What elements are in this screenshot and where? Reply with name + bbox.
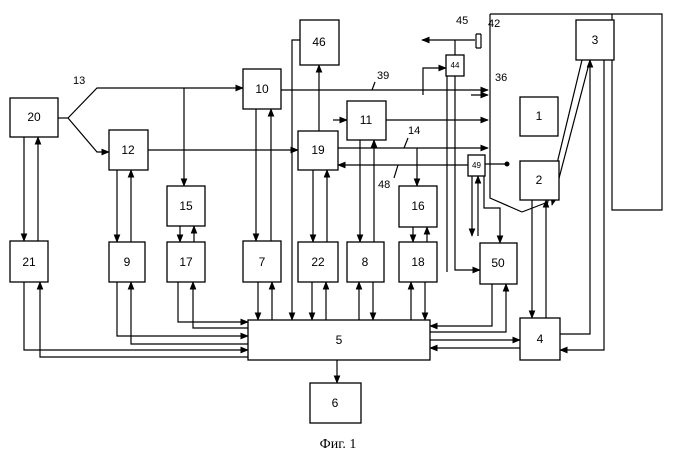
ref-13: 13	[73, 75, 85, 87]
block-46-label: 46	[312, 35, 326, 49]
figure-caption: Фиг. 1	[320, 437, 357, 452]
line-49-50-c	[484, 176, 500, 243]
line-17-5-b	[193, 282, 248, 328]
ref-45: 45	[456, 15, 468, 27]
block-7-label: 7	[259, 255, 266, 269]
unit-2-leg	[522, 202, 548, 212]
block-21-label: 21	[22, 255, 36, 269]
leader-39	[372, 82, 375, 90]
block-2-label: 2	[536, 173, 543, 187]
block-6-label: 6	[332, 396, 339, 410]
block-8-label: 8	[362, 255, 369, 269]
ref-39: 39	[377, 70, 389, 82]
block-9-label: 9	[124, 255, 131, 269]
block-44-label: 44	[451, 61, 460, 70]
ref-36: 36	[495, 72, 507, 84]
line-21-5-b	[40, 282, 248, 357]
block-20-label: 20	[27, 110, 41, 124]
block-15-label: 15	[179, 199, 193, 213]
block-50-label: 50	[491, 256, 505, 270]
line-to-44	[423, 68, 446, 95]
block-19-label: 19	[311, 143, 325, 157]
block-17-label: 17	[179, 255, 193, 269]
line-50-5-b	[430, 284, 506, 332]
leader-14	[404, 138, 408, 148]
block-5-label: 5	[336, 333, 343, 347]
block-18-label: 18	[411, 255, 425, 269]
block-3-label: 3	[592, 33, 599, 47]
line-3-4	[560, 60, 604, 350]
ref-42: 42	[488, 18, 500, 30]
sensor-dot	[505, 162, 510, 167]
line-4-3	[560, 60, 590, 334]
line-fork-12	[68, 118, 109, 152]
block-1-label: 1	[536, 109, 543, 123]
object-outline	[490, 14, 522, 212]
element-42-mark	[476, 34, 481, 48]
line-21-5-a	[24, 282, 248, 350]
blocks: 20 21 12 9 15 17 10 7 46 19 22 11 8 16 1…	[10, 20, 614, 423]
leader-48	[394, 165, 398, 178]
block-49-label: 49	[472, 161, 481, 170]
ref-14: 14	[408, 125, 420, 137]
block-4-label: 4	[537, 332, 544, 346]
line-9-5-b	[131, 282, 248, 344]
block-11-label: 11	[360, 113, 373, 127]
block-22-label: 22	[311, 255, 325, 269]
block-16-label: 16	[411, 199, 425, 213]
line-17-5-a	[178, 282, 248, 322]
line-50-5-a	[430, 284, 492, 326]
ref-48: 48	[378, 179, 390, 191]
block-10-label: 10	[255, 82, 269, 96]
block-12-label: 12	[121, 143, 135, 157]
line-fork-10	[68, 88, 243, 118]
